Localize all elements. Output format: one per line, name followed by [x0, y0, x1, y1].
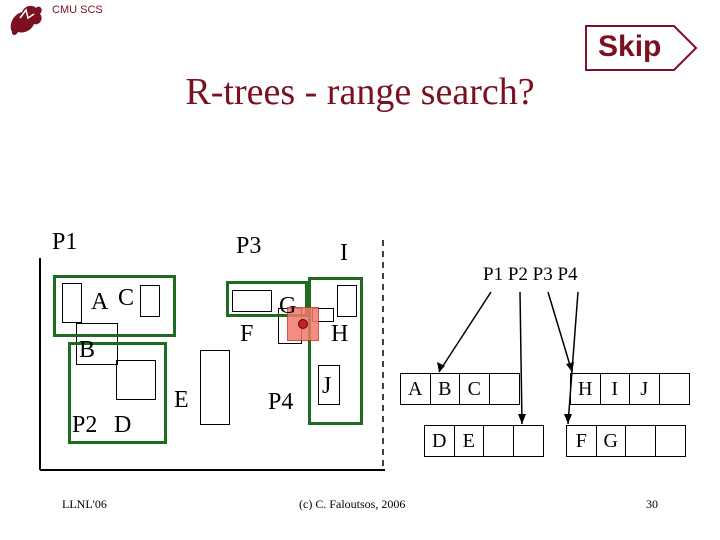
label-a: A [91, 289, 109, 315]
label-p1: P1 [52, 229, 78, 255]
pointer-p1 [438, 291, 492, 373]
tree-cell [490, 374, 519, 404]
header-brand: CMU SCS [52, 4, 103, 16]
rect-d [116, 360, 156, 400]
rect-f [232, 290, 272, 312]
tree-cell: D [425, 426, 455, 456]
label-c: C [118, 285, 135, 311]
tree-cell: E [455, 426, 484, 456]
skip-label: Skip [598, 30, 662, 63]
rect-c [140, 285, 160, 317]
tree-node-hij: H I J [570, 373, 690, 405]
tree-cell [660, 374, 689, 404]
tree-root: P1 P2 P3 P4 [483, 264, 578, 285]
group-p2 [68, 342, 167, 444]
tree-cell: F [567, 426, 597, 456]
tree-cell [514, 426, 543, 456]
label-p3: P3 [236, 233, 262, 259]
tree-cell [656, 426, 685, 456]
tree-cell: I [601, 374, 630, 404]
label-e: E [174, 387, 189, 413]
footer-left: LLNL'06 [62, 497, 107, 511]
rect-j [318, 365, 340, 405]
label-h: H [331, 321, 349, 347]
tree-cell: G [597, 426, 626, 456]
pointer-p3 [547, 291, 573, 373]
page-number: 30 [646, 497, 658, 511]
label-f: F [240, 321, 254, 347]
tree-node-fg: F G [566, 425, 686, 457]
cmu-logo [6, 2, 46, 38]
rect-e [200, 350, 230, 425]
label-d: D [114, 412, 132, 438]
label-p4: P4 [268, 389, 294, 415]
tree-cell: C [460, 374, 490, 404]
page-title: R-trees - range search? [185, 71, 535, 113]
label-i: I [340, 240, 348, 266]
pointer-p4 [567, 291, 579, 425]
footer-center: (c) C. Faloutsos, 2006 [299, 497, 406, 511]
rect-i [337, 285, 357, 317]
tree-node-de: D E [424, 425, 544, 457]
tree-cell: B [431, 374, 460, 404]
tree-cell: J [630, 374, 660, 404]
tree-cell [484, 426, 514, 456]
query-point [298, 319, 308, 329]
label-p2: P2 [72, 412, 98, 438]
skip-button[interactable]: Skip [582, 20, 702, 76]
group-p3 [226, 281, 308, 317]
pointer-p2 [519, 291, 523, 425]
tree-cell [626, 426, 656, 456]
group-p4 [308, 277, 363, 425]
group-p1 [53, 275, 176, 337]
label-j: J [322, 373, 332, 399]
label-b: B [79, 337, 96, 363]
tree-cell: H [571, 374, 601, 404]
rect-a [62, 283, 82, 323]
label-g: G [279, 293, 297, 319]
tree-cell: A [401, 374, 431, 404]
tree-node-abc: A B C [400, 373, 520, 405]
